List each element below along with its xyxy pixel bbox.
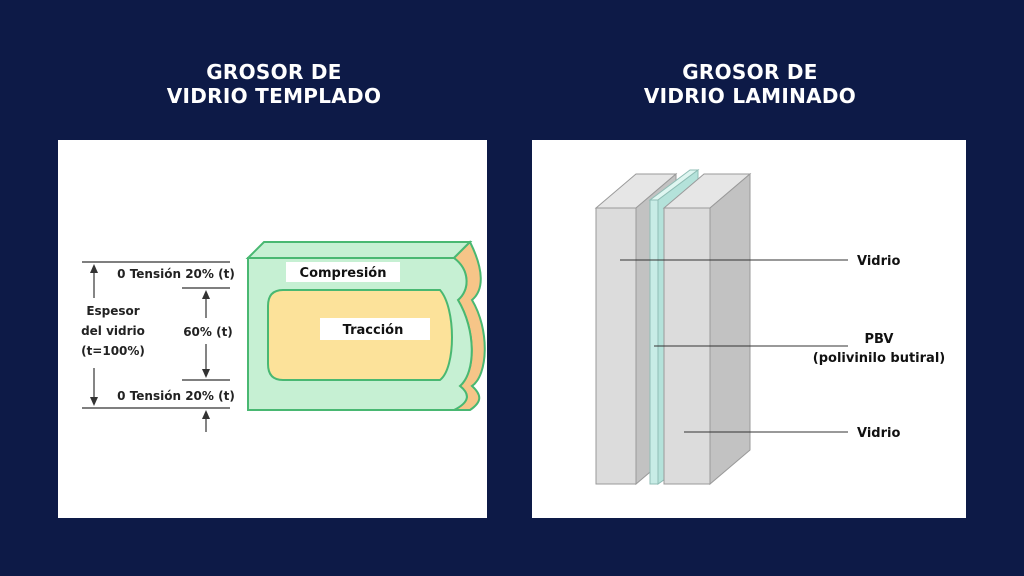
tempered-glass-diagram: Espesor del vidrio (t=100%) 0 Tensión 20…: [81, 240, 486, 432]
tempered-glass-panel: Espesor del vidrio (t=100%) 0 Tensión 20…: [58, 140, 487, 518]
pbv-description-label: (polivinilo butiral): [813, 351, 945, 366]
laminated-glass-diagram: Vidrio PBV (polivinilo butiral) Vidrio: [594, 169, 945, 486]
espesor-label-3: (t=100%): [81, 344, 145, 358]
middle-percent-label: 60% (t): [183, 325, 233, 339]
leader-lines: [620, 259, 848, 433]
tension-core-label: Tracción: [343, 323, 404, 338]
tempered-title-line2: VIDRIO TEMPLADO: [166, 84, 382, 108]
laminated-glass-layers: [594, 169, 752, 486]
tempered-title-line1: GROSOR DE: [206, 60, 342, 84]
compression-label-box: [286, 262, 400, 282]
tension-label-box: [320, 318, 430, 340]
glass-top-label: Vidrio: [857, 254, 900, 269]
glass-bottom-label: Vidrio: [857, 426, 900, 441]
espesor-label-1: Espesor: [86, 304, 139, 318]
tension-bottom-label: 0 Tensión 20% (t): [117, 389, 235, 403]
dimension-lines: [82, 261, 230, 432]
laminated-title-line1: GROSOR DE: [682, 60, 818, 84]
espesor-label-2: del vidrio: [81, 324, 145, 338]
pbv-label: PBV: [865, 332, 894, 347]
laminated-title-line2: VIDRIO LAMINADO: [643, 84, 857, 108]
compression-label: Compresión: [300, 266, 387, 281]
laminated-glass-panel: Vidrio PBV (polivinilo butiral) Vidrio: [532, 140, 966, 518]
dimension-arrows: [90, 264, 210, 419]
tension-top-label: 0 Tensión 20% (t): [117, 267, 235, 281]
laminated-glass-title: GROSOR DE VIDRIO LAMINADO: [580, 60, 920, 108]
tempered-glass-title: GROSOR DE VIDRIO TEMPLADO: [104, 60, 444, 108]
